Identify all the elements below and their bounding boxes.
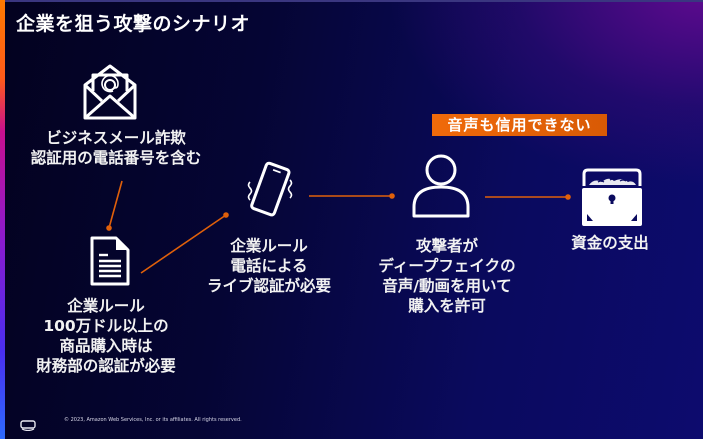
document-icon [89, 235, 131, 287]
arrow-policy-to-phone [140, 214, 227, 274]
person-icon [411, 153, 471, 219]
bec-label-line: ビジネスメール詐欺 [46, 129, 186, 147]
aws-logo-icon [20, 416, 36, 432]
funds-label: 資金の支出 [571, 233, 649, 253]
warning-badge: 音声も信用できない [432, 114, 607, 136]
attacker-label: 攻撃者が ディープフェイクの 音声/動画を用いて 購入を許可 [378, 236, 515, 316]
arrow-head-attacker [389, 193, 395, 199]
treasure-chest-icon [580, 168, 644, 228]
phone-label-line: 電話による [230, 257, 308, 275]
policy-label-line: 財務部の認証が必要 [36, 357, 176, 375]
phone-label-line: 企業ルール [230, 237, 308, 255]
bec-label: ビジネスメール詐欺 認証用の電話番号を含む [31, 128, 202, 168]
arrow-head-phone [223, 212, 229, 218]
copyright-text: © 2023, Amazon Web Services, Inc. or its… [64, 417, 242, 423]
slide-title: 企業を狙う攻撃のシナリオ [16, 13, 251, 35]
policy-label-line: 商品購入時は [59, 337, 153, 355]
arrow-head-funds [565, 194, 571, 200]
vibrating-phone-icon [244, 160, 296, 220]
email-at-icon [82, 63, 138, 121]
policy-label: 企業ルール 100万ドル以上の 商品購入時は 財務部の認証が必要 [36, 296, 176, 376]
attacker-label-line: ディープフェイクの [378, 257, 516, 275]
arrow-head-policy [106, 225, 112, 231]
arrow-bec-to-policy [108, 180, 123, 229]
phone-label: 企業ルール 電話による ライブ認証が必要 [207, 236, 331, 296]
bec-label-line: 認証用の電話番号を含む [30, 149, 202, 167]
attacker-label-line: 音声/動画を用いて [382, 277, 512, 295]
policy-label-line: 企業ルール [67, 297, 145, 315]
accent-stripe [0, 0, 5, 439]
funds-label-line: 資金の支出 [571, 234, 649, 252]
policy-label-line: 100万ドル以上の [43, 317, 169, 335]
attacker-label-line: 購入を許可 [408, 297, 486, 315]
attacker-label-line: 攻撃者が [415, 237, 478, 255]
top-border [0, 0, 703, 2]
phone-label-line: ライブ認証が必要 [206, 277, 332, 295]
